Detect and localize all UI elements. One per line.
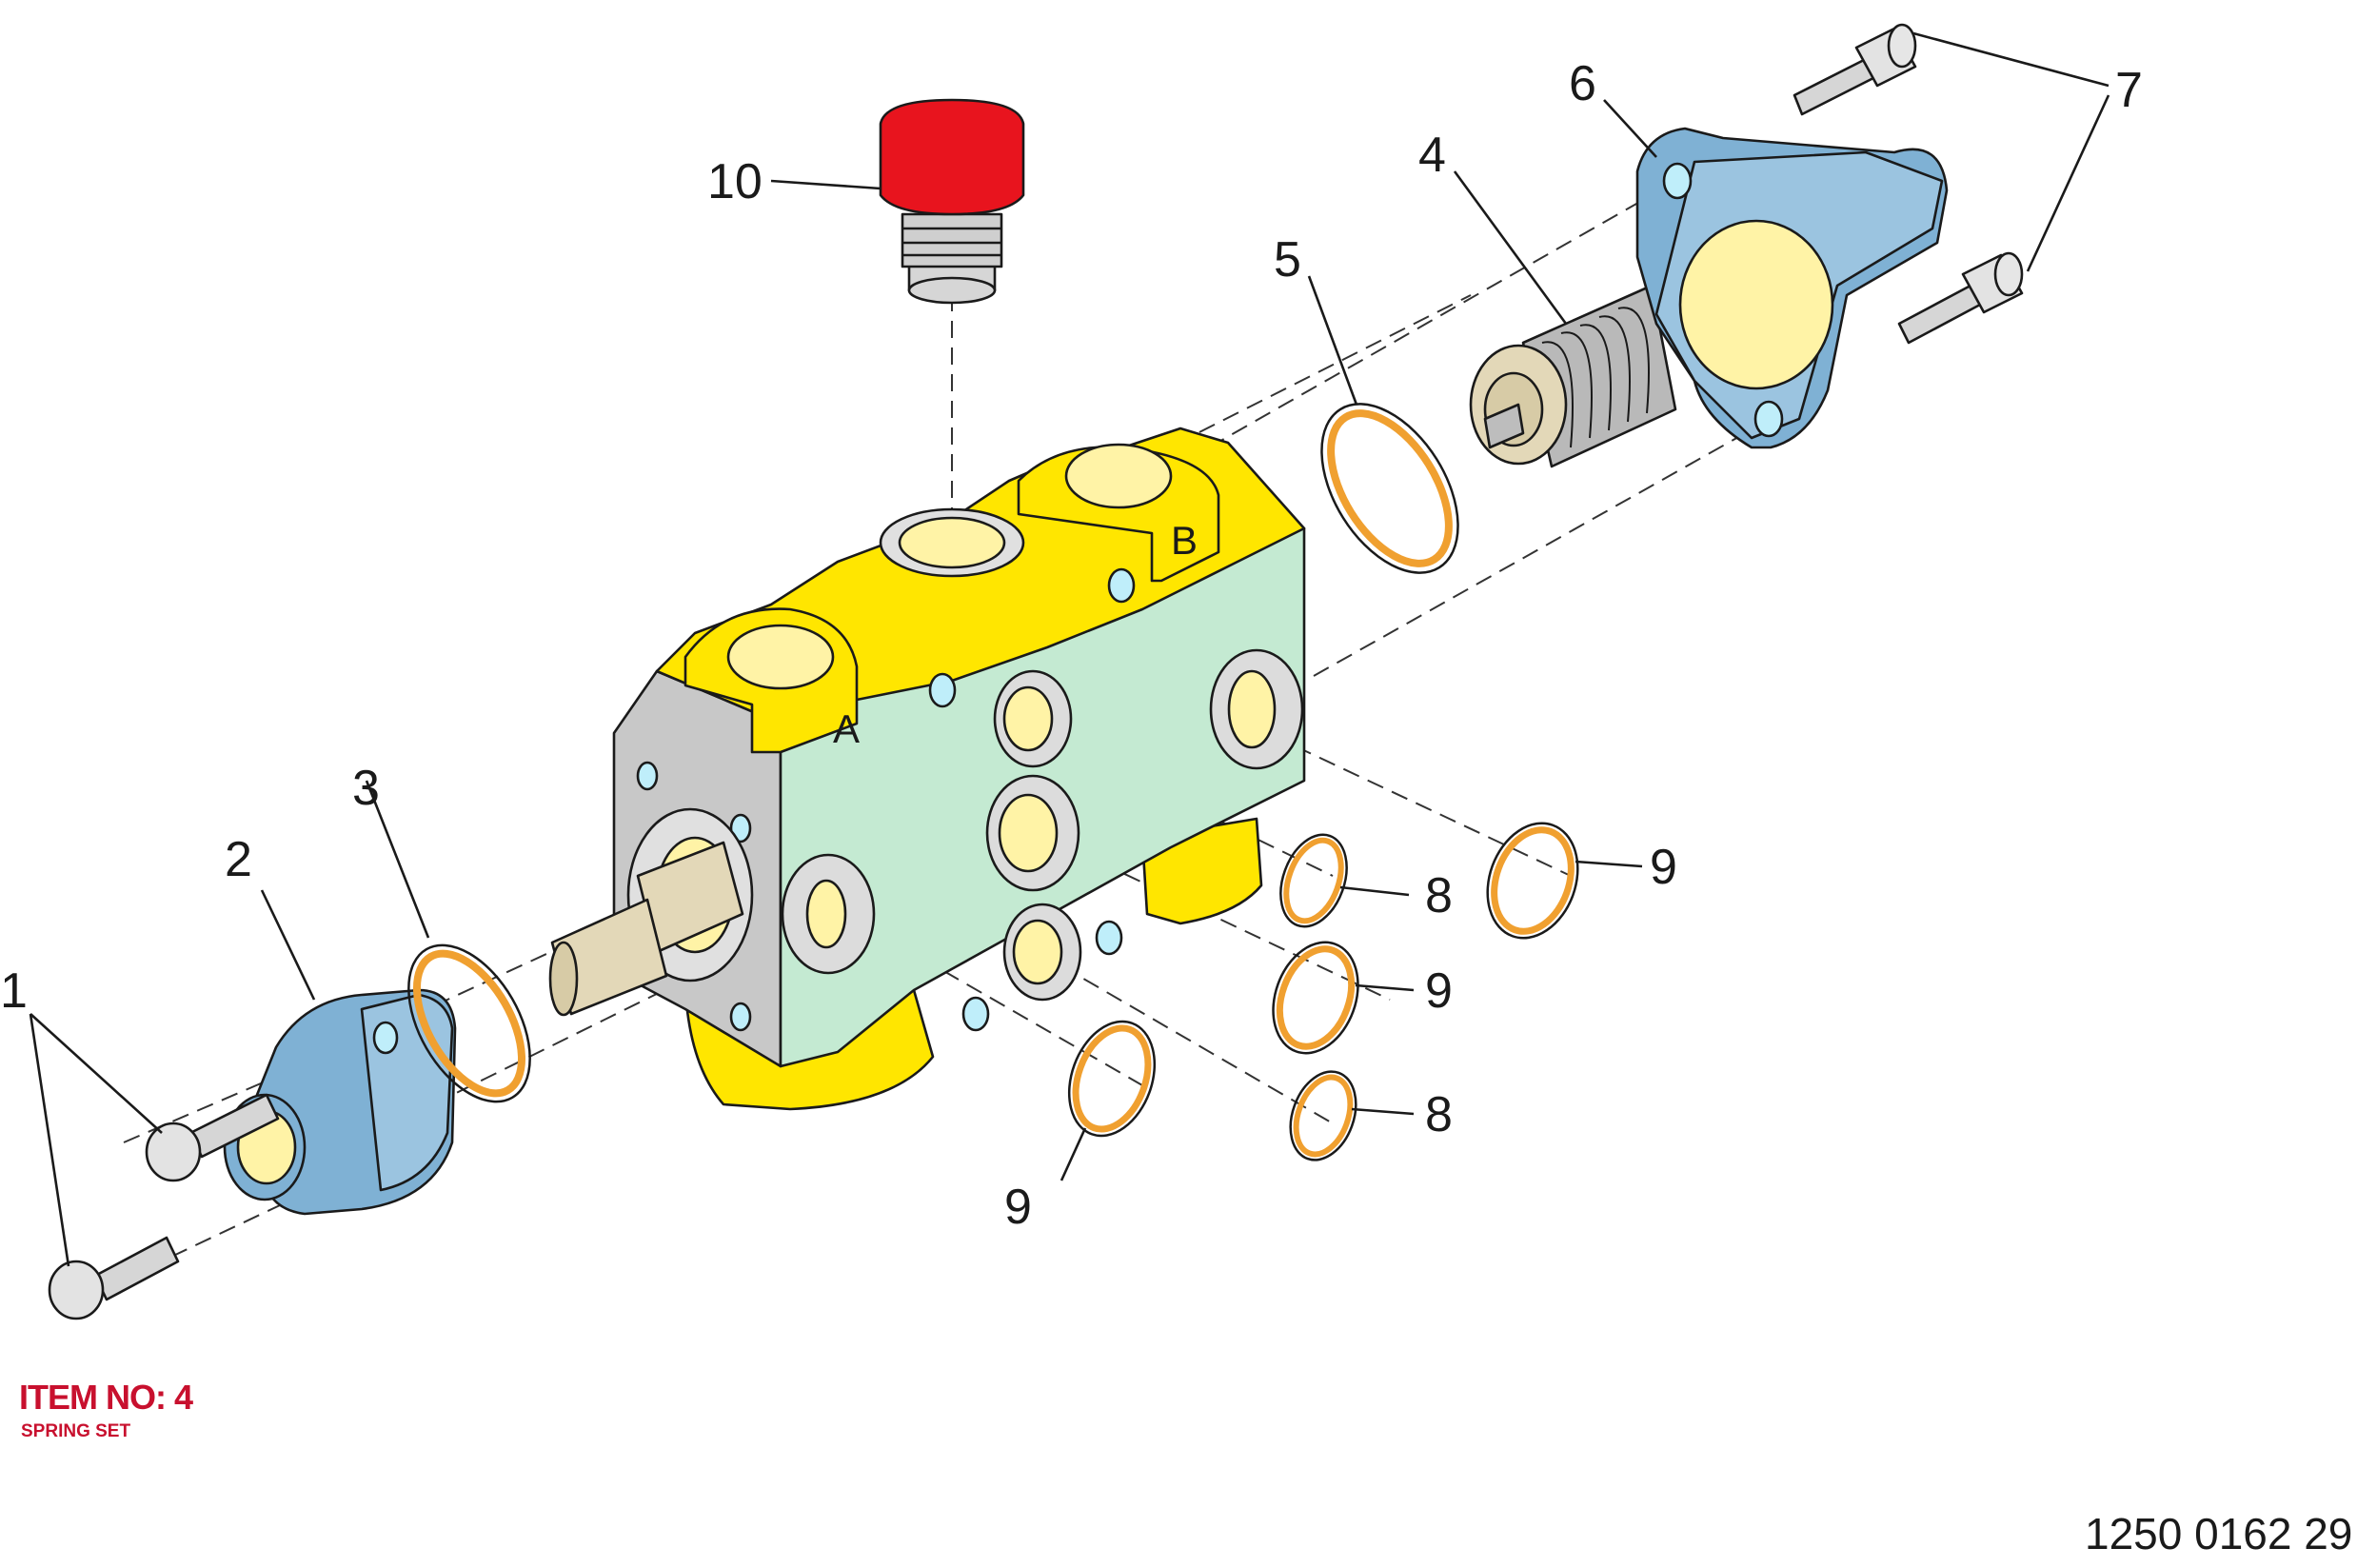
callout-8-lower: 8	[1425, 1087, 1453, 1142]
valve-body: A B	[612, 427, 1306, 1111]
callout-7: 7	[2115, 63, 2143, 118]
seal-ring-item9-lower	[1067, 1020, 1157, 1138]
callout-9-right: 9	[1650, 840, 1677, 895]
pressure-plug	[879, 98, 1025, 305]
spool-end	[548, 841, 744, 1017]
callout-3: 3	[352, 761, 380, 816]
seal-ring-item3	[407, 943, 531, 1103]
callout-9-lower: 9	[1004, 1180, 1032, 1235]
seal-ring-item9-right	[1486, 822, 1579, 940]
face-port	[781, 853, 876, 975]
face-port	[1002, 903, 1082, 1002]
callouts: 10 4 5 6 7 3 2 1 8 9 9 8 9	[0, 56, 2143, 1235]
callout-2: 2	[225, 832, 252, 887]
seal-ring-item8-lower	[1289, 1070, 1357, 1161]
seal-ring-item5	[1320, 403, 1459, 574]
mount-hole	[961, 996, 990, 1032]
bolt-right-upper	[1793, 23, 1917, 116]
callout-4: 4	[1418, 128, 1446, 183]
bolt-right-lower	[1897, 251, 2024, 345]
callout-10: 10	[707, 154, 763, 209]
face-port	[1209, 648, 1304, 770]
callout-8-upper: 8	[1425, 868, 1453, 923]
bolt-left-upper	[145, 1093, 280, 1182]
port-a-label: A	[833, 706, 860, 751]
seal-ring-item9-middle	[1272, 941, 1359, 1055]
mount-hole	[729, 1002, 752, 1032]
bolt-left-lower	[48, 1236, 180, 1320]
end-cover-right	[1635, 127, 1949, 449]
item-number-label: ITEM NO: 4	[19, 1378, 193, 1417]
callout-6: 6	[1569, 56, 1596, 111]
seal-ring-item8-upper	[1279, 833, 1348, 928]
mount-hole	[928, 672, 957, 708]
callout-5: 5	[1274, 232, 1301, 288]
drawing-number: 1250 0162 29	[2085, 1509, 2353, 1558]
port-b-label: B	[1171, 518, 1198, 563]
callout-9-middle: 9	[1425, 963, 1453, 1019]
spring-set	[1469, 284, 1677, 468]
face-port	[993, 669, 1073, 768]
callout-1: 1	[0, 963, 28, 1019]
plug-cap	[879, 98, 1025, 216]
mount-hole	[1107, 567, 1136, 604]
item-description: SPRING SET	[21, 1421, 131, 1441]
mount-hole	[636, 761, 659, 791]
port-a-opening	[726, 624, 835, 690]
port-b-opening	[1064, 443, 1173, 509]
plug-port-opening	[898, 516, 1006, 569]
seal-rings	[407, 403, 1579, 1161]
leader-lines	[29, 31, 2110, 1267]
face-port	[985, 774, 1080, 892]
mount-hole	[1095, 920, 1123, 956]
